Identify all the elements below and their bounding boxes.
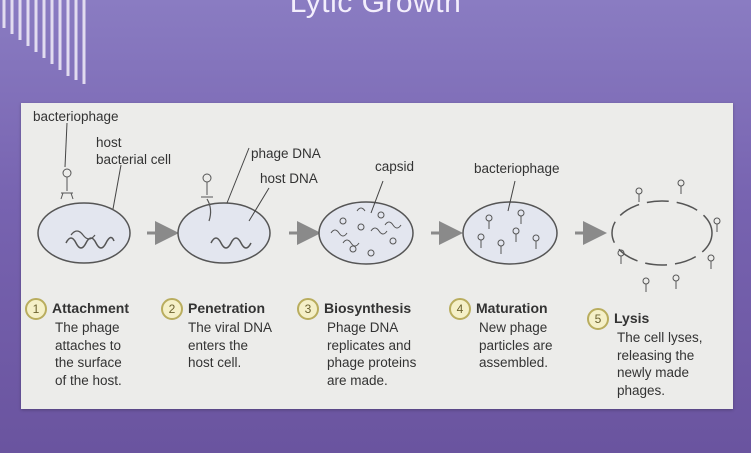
step-number-badge: 2 — [161, 298, 183, 320]
label-bacteriophage: bacteriophage — [33, 109, 119, 124]
step-title: Penetration — [188, 300, 266, 316]
cell-maturation — [462, 180, 558, 265]
cell-attachment — [37, 122, 131, 264]
step-title: Lysis — [614, 310, 650, 326]
label-bacterial-cell: bacterial cell — [96, 152, 172, 167]
phage-icon — [201, 173, 213, 198]
step-title: Maturation — [476, 300, 548, 316]
label-host-dna: host DNA — [260, 171, 318, 186]
label-phage-dna: phage DNA — [251, 146, 321, 161]
decorative-stripes — [2, 0, 86, 84]
lytic-cycle-diagram: bacteriophage host bacterial cell phage … — [21, 103, 733, 409]
cell-penetration — [177, 147, 271, 264]
step-number-badge: 1 — [25, 298, 47, 320]
label-capsid: capsid — [375, 159, 415, 174]
phage-icon — [60, 168, 74, 200]
cell-illustrations — [37, 122, 721, 292]
step-number-badge: 4 — [449, 298, 471, 320]
step-title: Attachment — [52, 300, 130, 316]
step-number-badge: 5 — [587, 308, 609, 330]
label-host: host — [96, 135, 122, 150]
step-number-badge: 3 — [297, 298, 319, 320]
cell-lysis — [611, 179, 721, 292]
slide-title: Lytic Growth — [289, 0, 462, 19]
step-title: Biosynthesis — [324, 300, 412, 316]
cell-biosynthesis — [318, 180, 414, 265]
label-bacteriophage-2: bacteriophage — [474, 161, 560, 176]
